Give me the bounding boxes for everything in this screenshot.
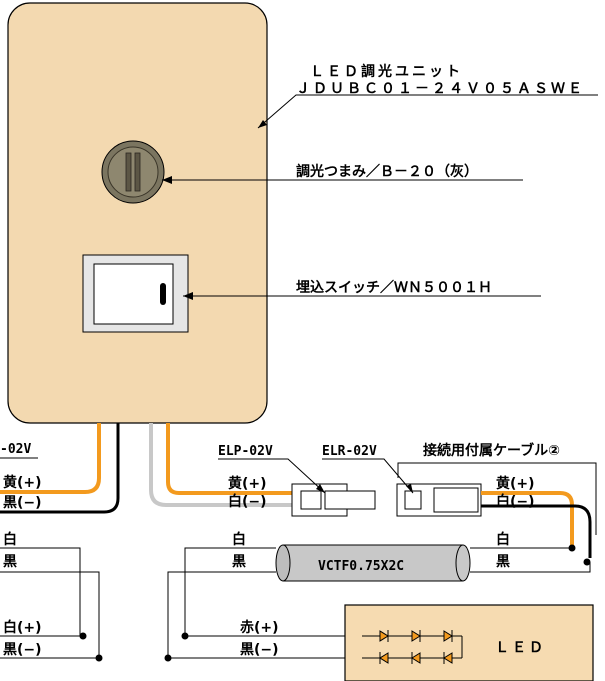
led-label: ＬＥＤ — [495, 640, 546, 656]
accessory-cable-label: 接続用付属ケーブル② — [423, 442, 560, 459]
center-white-minus-label: 白(−) — [228, 493, 267, 510]
knob-label: 調光つまみ／Ｂ－２０（灰） — [296, 163, 478, 180]
elp-label: ELP-02V — [218, 444, 273, 459]
right-black-wire — [481, 504, 592, 558]
cable-label: VCTF0.75X2C — [318, 559, 404, 574]
knob-leader-arrowhead — [162, 176, 172, 184]
unit-leader-arrowhead — [258, 120, 267, 128]
elr-label: ELR-02V — [322, 444, 377, 459]
left-black-label: 黒 — [3, 554, 17, 570]
center-yellow-wire — [166, 423, 292, 495]
center-yellow-plus-label: 黄(+) — [228, 475, 267, 492]
right-white-minus-label: 白(−) — [496, 493, 535, 510]
vctf-cable — [275, 544, 471, 582]
left-black-minus-2-label: 黒(−) — [3, 642, 42, 658]
left-black-minus-label: 黒(−) — [3, 495, 42, 511]
center-black-label: 黒 — [232, 554, 246, 570]
right-white-label: 白 — [496, 531, 510, 548]
center-black-minus-label: 黒(−) — [240, 642, 279, 658]
left-connector-label: -02V — [0, 442, 31, 457]
left-yellow-wire — [0, 423, 101, 494]
unit-model-label-line1: ＬＥＤ調光ユニット — [310, 63, 463, 80]
switch-leader-arrowhead — [183, 292, 193, 300]
center-white-label: 白 — [232, 531, 246, 548]
switch-label: 埋込スイッチ／ＷＮ５００１Ｈ — [296, 279, 492, 296]
unit-leader-line — [257, 94, 598, 129]
right-yellow-plus-label: 黄(+) — [496, 475, 535, 492]
elr-02v-connector — [396, 483, 482, 517]
dimmer-unit-panel — [7, 2, 268, 424]
elp-02v-connector — [291, 483, 376, 517]
left-white-label: 白 — [3, 531, 17, 548]
led-diode-symbols — [362, 630, 463, 664]
left-black-wire — [0, 423, 120, 514]
right-black-label: 黒 — [496, 554, 510, 570]
dimmer-knob — [101, 140, 165, 204]
led-panel — [344, 604, 594, 681]
center-white-wire — [149, 423, 292, 507]
left-white-plus-label: 白(+) — [3, 619, 42, 636]
left-yellow-plus-label: 黄(+) — [3, 474, 42, 491]
unit-model-label-line2: ＪＤＵＢＣ０１－２４Ｖ０５ＡＳＷＥ — [296, 81, 585, 97]
center-red-plus-label: 赤(+) — [240, 620, 279, 636]
embedded-switch — [82, 254, 189, 333]
